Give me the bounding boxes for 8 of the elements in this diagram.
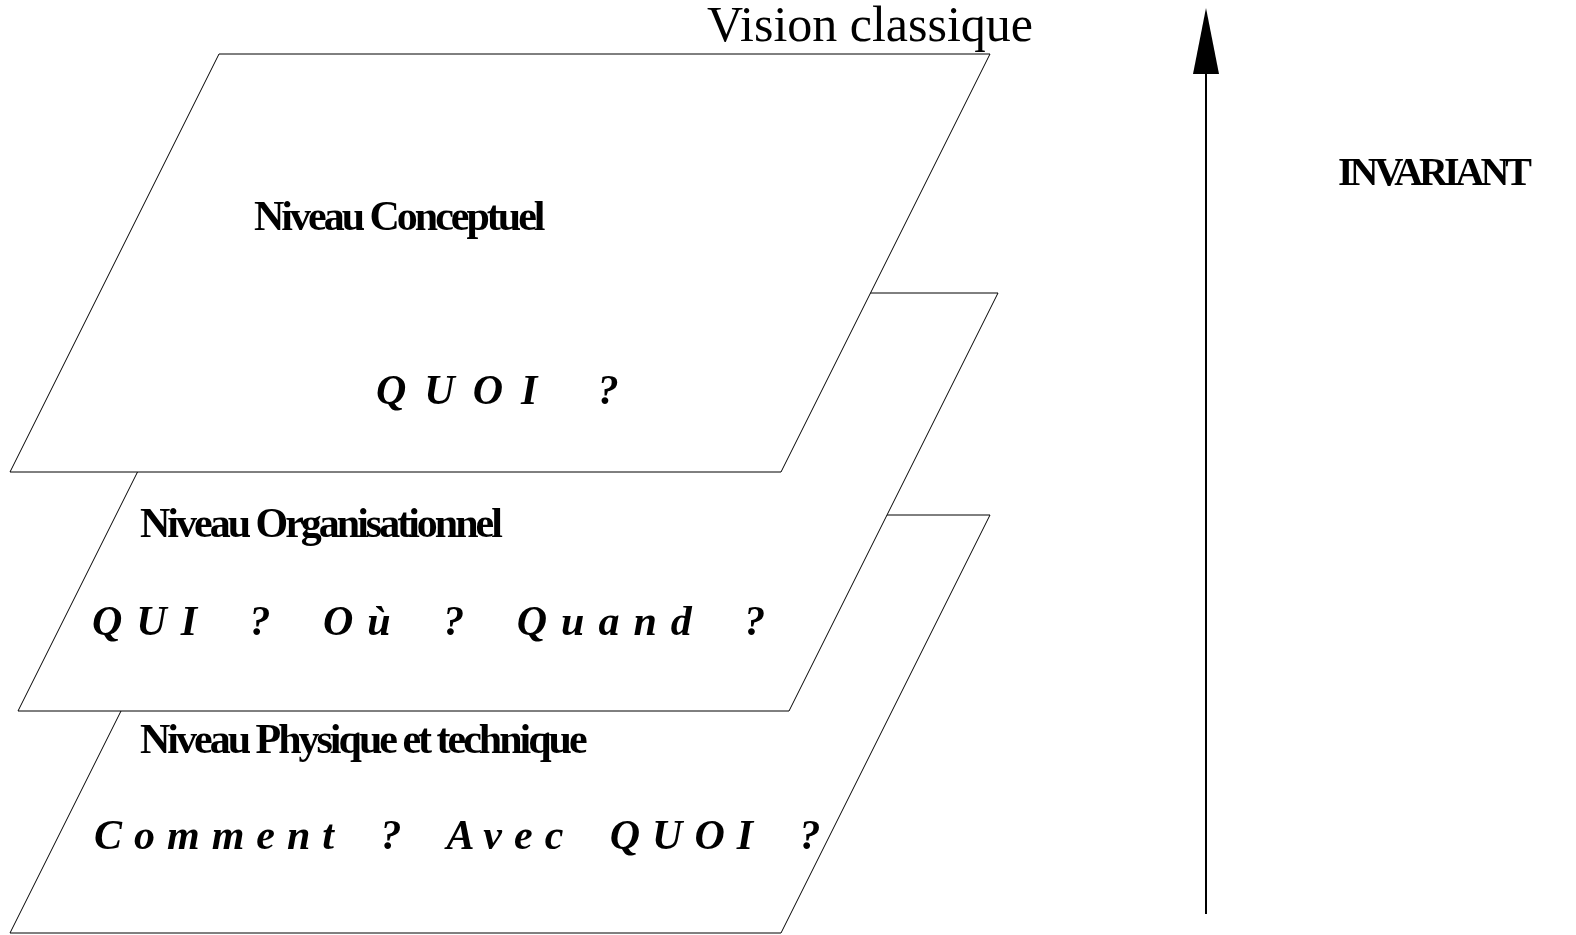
level-title: Niveau Conceptuel <box>254 192 543 240</box>
diagram-title: Vision classique <box>705 0 1035 52</box>
level-title: Niveau Physique et technique <box>140 715 585 763</box>
side-label: INVARIANT <box>1338 148 1528 195</box>
level-question: QUI ? Où ? Quand ? <box>92 597 780 645</box>
level-question: Comment ? Avec QUOI ? <box>94 811 833 859</box>
level-title: Niveau Organisationnel <box>140 499 500 547</box>
level-question: QUOI ? <box>376 366 637 414</box>
